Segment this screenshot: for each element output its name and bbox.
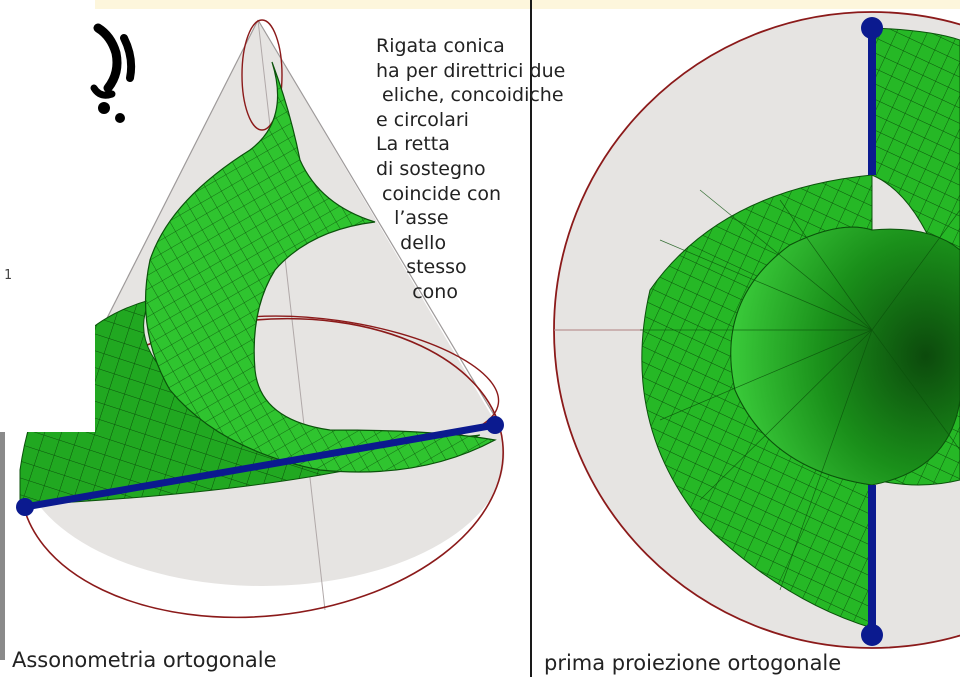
projection-support-endpoint-top <box>861 17 883 39</box>
description-line: eliche, concoidiche <box>376 84 564 107</box>
view-divider <box>530 0 532 677</box>
description-line: ha per direttrici due <box>376 59 566 82</box>
description-line: e circolari <box>376 108 469 131</box>
cone-axis <box>257 19 326 611</box>
description-line: l’asse <box>376 207 449 230</box>
first-orthogonal-projection <box>553 11 960 649</box>
cone-apex-ellipse <box>241 19 283 131</box>
ink-logo-mark <box>90 23 136 123</box>
support-line-endpoint-right <box>486 416 504 434</box>
caption-first-projection: prima proiezione ortogonale <box>544 651 842 675</box>
support-line-axis <box>24 421 496 511</box>
axonometric-view <box>16 19 505 619</box>
description-line: Rigata conica <box>376 35 505 57</box>
description-line: coincide con <box>376 182 502 205</box>
ruled-surface-helix <box>144 61 497 473</box>
support-line-endpoint-left <box>16 498 34 516</box>
left-edge-bar <box>0 432 5 660</box>
description-line: La retta <box>376 133 450 156</box>
side-label: 1 <box>4 268 12 283</box>
description-line: di sostegno <box>376 157 486 180</box>
description-line: stesso <box>376 256 467 279</box>
caption-axonometric: Assonometria ortogonale <box>12 648 277 672</box>
description-text: Rigata conica ha per direttrici due elic… <box>376 34 636 305</box>
projection-support-endpoint-bottom <box>861 624 883 646</box>
description-line: dello <box>376 231 447 254</box>
top-strip <box>95 0 960 9</box>
left-overlay-panel <box>0 0 95 432</box>
projection-radial-lines <box>640 189 960 591</box>
description-line: cono <box>376 280 458 303</box>
